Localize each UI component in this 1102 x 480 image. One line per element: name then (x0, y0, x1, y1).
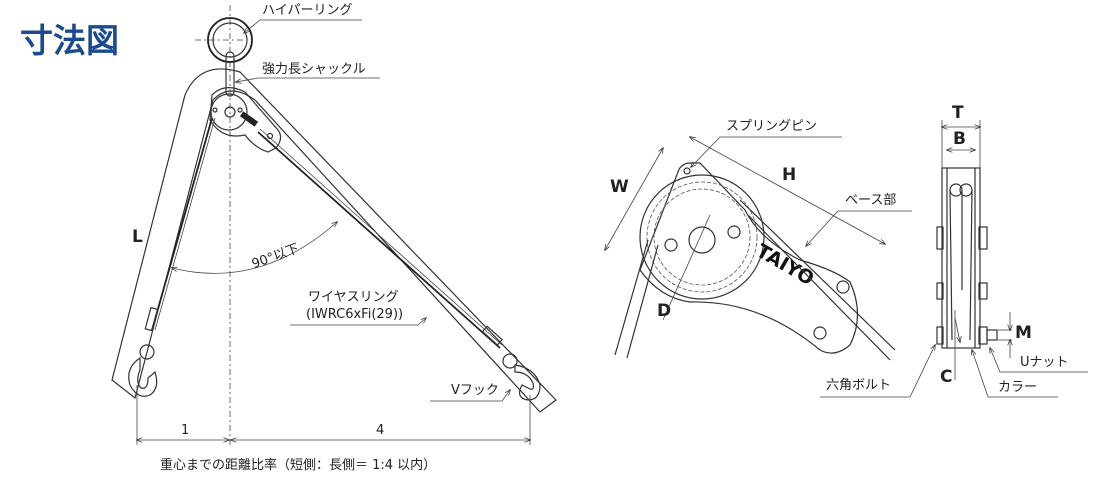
v-hook-label: Vフック (451, 383, 499, 398)
page-title: 寸法図 (20, 21, 119, 60)
hex-bolt-label: 六角ボルト (826, 378, 891, 393)
hub (688, 226, 716, 254)
dimension-D: D (657, 301, 671, 321)
dimension-T: T (952, 103, 964, 123)
v-hook-right (502, 353, 541, 401)
dimension-M: M (1015, 323, 1032, 343)
dim-H (690, 137, 885, 244)
pulley-block (209, 87, 282, 153)
dimension-L: L (132, 227, 143, 247)
lifting-assembly-view: 90°以下 L ハイパーリング 強力長シャックル ワイヤスリング (IWRC6x… (111, 3, 557, 473)
angle-arc (172, 222, 337, 274)
bolt-icon (664, 225, 850, 340)
wire-sling-label: ワイヤスリング (308, 290, 399, 305)
v-hook-left (128, 344, 158, 397)
shackle-label: 強力長シャックル (262, 62, 366, 77)
dimension-C: C (940, 367, 952, 387)
dimension-B: B (953, 129, 966, 149)
dimension-W: W (610, 177, 629, 197)
shackle (225, 51, 235, 97)
ratio-caption: 重心までの距離比率（短側：長側＝ 1:4 以内） (160, 457, 436, 473)
u-nut-label: Uナット (1020, 355, 1069, 370)
base-label: ベース部 (845, 193, 896, 208)
load-outline (111, 68, 557, 413)
angle-label: 90°以下 (250, 241, 301, 272)
wire-spec-label: (IWRC6xFi(29)) (306, 307, 403, 322)
dimension-H: H (782, 165, 796, 185)
pulley-side-view: T B M C Uナット カラー 六角ボルト (820, 103, 1088, 398)
collar-label: カラー (998, 380, 1037, 395)
hyper-ring (207, 17, 253, 63)
hyper-ring-label: ハイパーリング (262, 3, 352, 18)
side-bolts (936, 226, 998, 345)
dim-W (605, 148, 663, 250)
ratio-short: 1 (181, 423, 189, 438)
spring-pin (683, 167, 691, 175)
ratio-long: 4 (376, 423, 384, 438)
spring-pin-label: スプリングピン (726, 119, 817, 134)
base-plate (639, 162, 859, 354)
pulley-front-view: TAIYO W H D スプリングピン ベース部 (605, 119, 912, 361)
